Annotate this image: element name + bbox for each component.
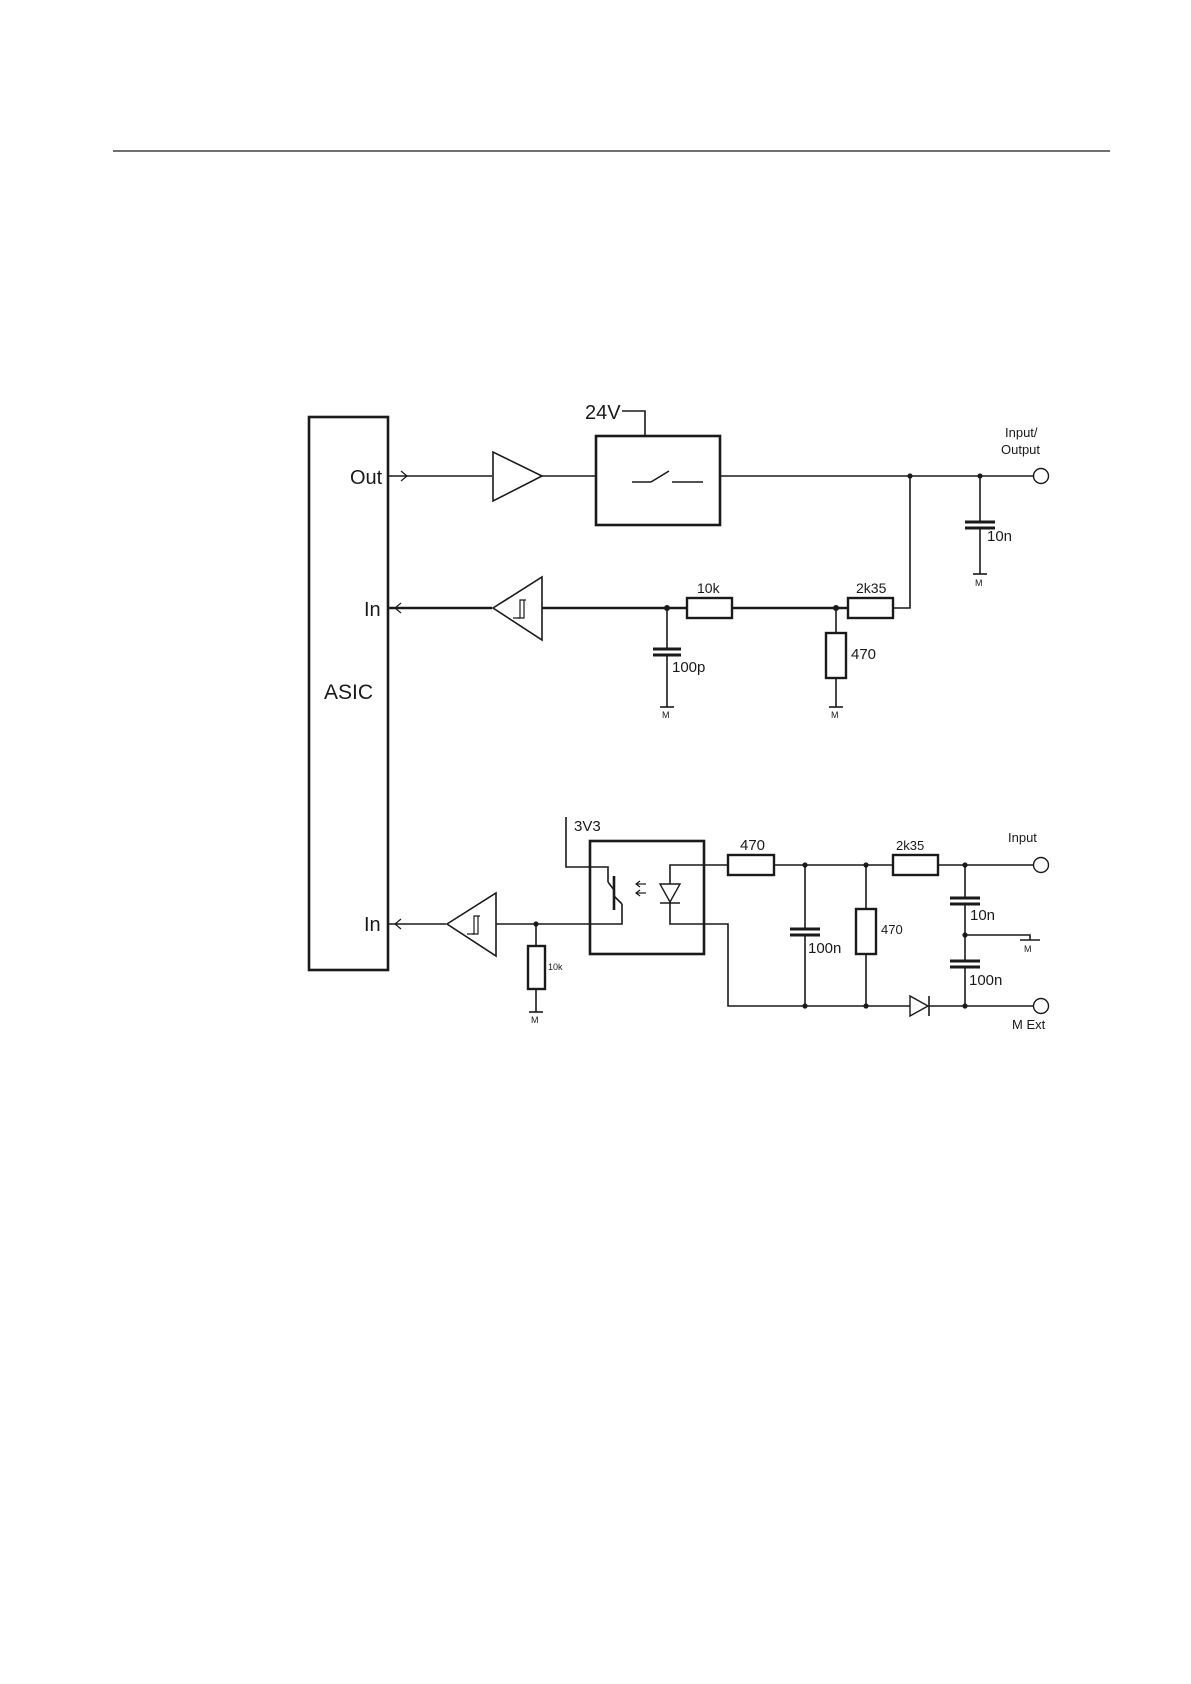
cap-100p-label: 100p: [672, 659, 705, 676]
optocoupler: [590, 841, 704, 954]
input-path-bottom: M 10k 3V3 470 2k35 Input: [388, 817, 1049, 1032]
output-path: 24V Input/ Output M 10n: [388, 402, 1049, 588]
pin-out-label: Out: [350, 467, 383, 489]
resistor-10k-pulldown: [528, 946, 545, 989]
cap-100n-mid-label: 100n: [808, 940, 841, 957]
resistor-470-top: [826, 633, 846, 678]
ground-label: M: [831, 710, 839, 720]
resistor-470-mid-label: 470: [881, 922, 903, 937]
terminal-input-label: Input: [1008, 830, 1037, 845]
supply-24v-wire: [622, 411, 645, 436]
resistor-10k-pulldown-label: 10k: [548, 962, 563, 972]
cap-100n-bottom-label: 100n: [969, 972, 1002, 989]
diode-icon: [910, 996, 928, 1016]
pin-in-top-label: In: [364, 599, 381, 621]
terminal-m-ext[interactable]: [1034, 999, 1049, 1014]
ground-label: M: [975, 578, 983, 588]
output-buffer: [493, 452, 542, 501]
resistor-470-mid: [856, 909, 876, 954]
resistor-10k-series: [687, 598, 732, 618]
terminal-m-ext-label: M Ext: [1012, 1017, 1046, 1032]
ground-label: M: [531, 1015, 539, 1025]
schmitt-trigger-top: [493, 577, 542, 640]
pin-in-bottom-label: In: [364, 914, 381, 936]
terminal-input-output-label-2: Output: [1001, 442, 1040, 457]
ground-label: M: [662, 710, 670, 720]
junction: [863, 1003, 868, 1008]
resistor-470-opto: [728, 855, 774, 875]
junction: [802, 1003, 807, 1008]
asic-label: ASIC: [324, 681, 373, 704]
terminal-input[interactable]: [1034, 858, 1049, 873]
cap-10n-top-label: 10n: [987, 528, 1012, 545]
ground-label: M: [1024, 944, 1032, 954]
resistor-2k35-top-label: 2k35: [856, 580, 887, 596]
resistor-470-top-label: 470: [851, 646, 876, 663]
supply-3v3-label: 3V3: [574, 818, 601, 835]
terminal-input-output[interactable]: [1034, 469, 1049, 484]
resistor-470-opto-label: 470: [740, 837, 765, 854]
high-side-switch: [596, 436, 720, 525]
feedback-wire: [893, 476, 910, 608]
terminal-input-output-label-1: Input/: [1005, 425, 1038, 440]
schmitt-trigger-bottom: [447, 893, 496, 956]
supply-24v-label: 24V: [585, 402, 621, 424]
resistor-2k35-bottom: [893, 855, 938, 875]
resistor-2k35-bottom-label: 2k35: [896, 838, 924, 853]
cap-10n-bottom-label: 10n: [970, 907, 995, 924]
resistor-10k-label: 10k: [697, 580, 721, 596]
resistor-2k35-top: [848, 598, 893, 618]
